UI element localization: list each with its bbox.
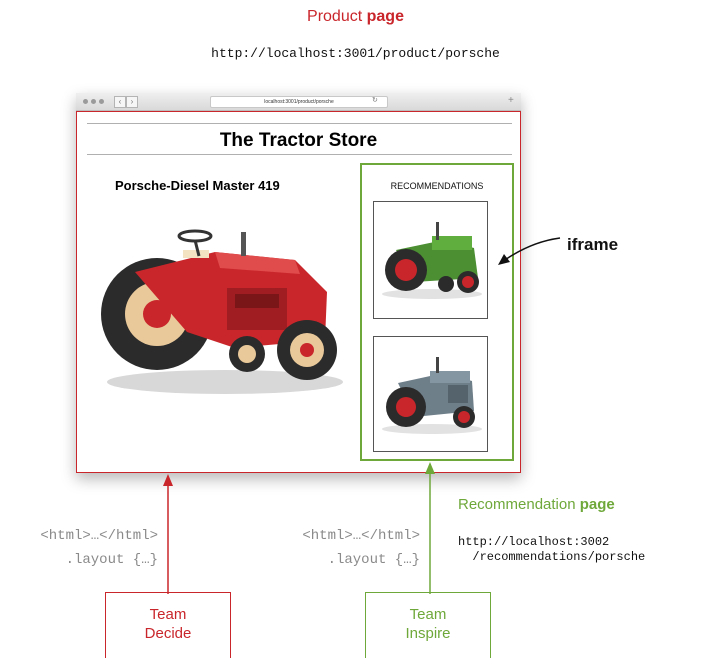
- header-rule-bottom: [87, 154, 512, 155]
- decide-arrow: [163, 474, 173, 594]
- team-decide-box: Team Decide: [105, 592, 231, 658]
- address-bar[interactable]: localhost:3001/product/porsche: [210, 96, 388, 108]
- store-title: The Tractor Store: [219, 130, 378, 151]
- product-page-title-bold: page: [366, 8, 404, 25]
- recommendations-title: RECOMMENDATIONS: [390, 181, 484, 191]
- product-name: Porsche-Diesel Master 419: [115, 178, 280, 193]
- gray-tractor-image: [382, 357, 482, 434]
- team-decide-label-1: Team: [149, 606, 187, 623]
- window-minimize-dot[interactable]: [91, 99, 96, 104]
- product-page-viewport: The Tractor Store Porsche-Diesel Master …: [76, 111, 521, 473]
- iframe-label: iframe: [567, 235, 619, 254]
- window-close-dot[interactable]: [83, 99, 88, 104]
- new-tab-icon[interactable]: +: [508, 95, 514, 106]
- team-decide-label-2: Decide: [144, 625, 192, 642]
- decide-css-code: .layout {…}: [65, 552, 158, 568]
- team-inspire-label-2: Inspire: [405, 625, 451, 642]
- recommendation-item[interactable]: [373, 336, 488, 452]
- recommendation-page-title-bold: page: [579, 496, 615, 513]
- window-zoom-dot[interactable]: [99, 99, 104, 104]
- back-icon[interactable]: ‹: [114, 96, 126, 108]
- browser-window: ‹ › localhost:3001/product/porsche ↻ + T…: [76, 93, 521, 473]
- decide-html-code: <html>…</html>: [40, 528, 158, 544]
- inspire-css-code: .layout {…}: [327, 552, 420, 568]
- forward-icon[interactable]: ›: [126, 96, 138, 108]
- recommendation-page-url: http://localhost:3002 /recommendations/p…: [458, 535, 645, 565]
- recommendation-page-title-prefix: Recommendation: [458, 496, 580, 513]
- recommendations-iframe: RECOMMENDATIONS: [360, 163, 514, 461]
- header-rule-top: [87, 123, 512, 124]
- product-page-title: Product page: [0, 8, 711, 26]
- reload-icon[interactable]: ↻: [372, 97, 378, 104]
- iframe-arrow: [498, 237, 561, 265]
- recommendation-page-title: Recommendation page: [458, 496, 615, 513]
- team-inspire-box: Team Inspire: [365, 592, 491, 658]
- product-page-title-prefix: Product: [307, 8, 367, 25]
- recommendation-item[interactable]: [373, 201, 488, 319]
- product-page-url: http://localhost:3001/product/porsche: [211, 46, 500, 61]
- porsche-tractor-image: [101, 229, 343, 394]
- green-tractor-image: [382, 222, 482, 299]
- team-inspire-label-1: Team: [409, 606, 447, 623]
- inspire-arrow: [425, 462, 435, 594]
- recommendation-url-line2: /recommendations/porsche: [458, 550, 646, 564]
- browser-toolbar: ‹ › localhost:3001/product/porsche ↻ +: [76, 93, 521, 111]
- inspire-html-code: <html>…</html>: [302, 528, 420, 544]
- recommendation-url-line1: http://localhost:3002: [458, 535, 610, 549]
